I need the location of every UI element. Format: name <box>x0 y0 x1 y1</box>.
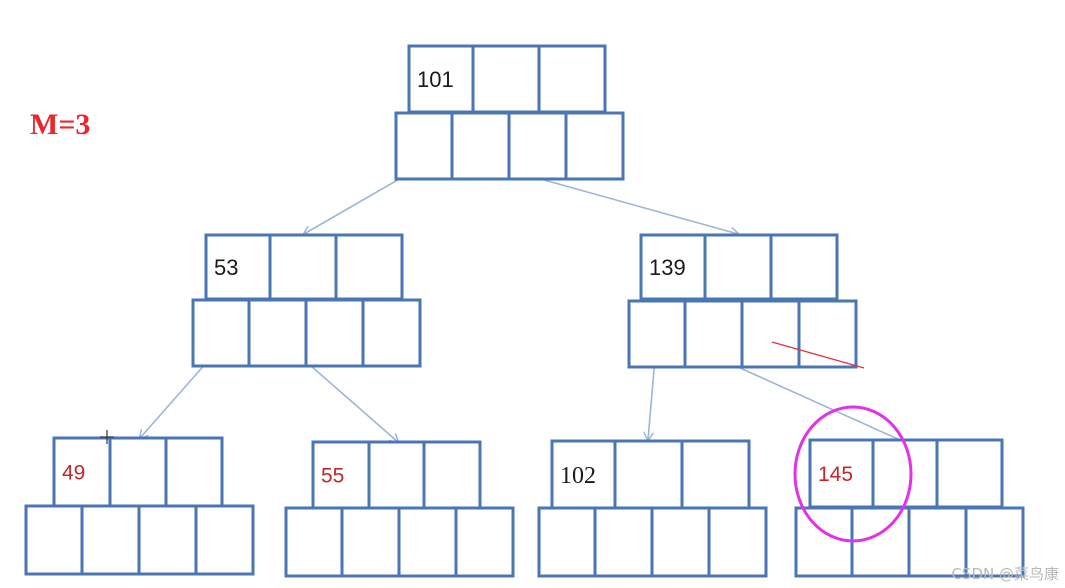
child-pointer-cell <box>850 506 911 578</box>
child-pointer-cell <box>964 506 1025 578</box>
child-pointer-cell <box>454 506 515 578</box>
child-pointer-cell <box>191 298 251 368</box>
node-leaf2: 55 <box>284 440 515 578</box>
node-key: 145 <box>818 463 853 486</box>
key-cell <box>367 440 426 510</box>
child-pointer-cell <box>537 506 597 578</box>
key-cell <box>334 233 404 301</box>
node-leaf1: 49 <box>24 436 255 576</box>
child-pointer-cell <box>361 298 422 368</box>
child-pointer-cell <box>284 506 344 578</box>
key-cell <box>871 438 939 509</box>
child-pointer-cell <box>247 298 308 368</box>
child-pointer-cell <box>794 506 854 578</box>
key-cell <box>769 233 839 301</box>
child-pointer-cell <box>340 506 401 578</box>
key-cell <box>471 44 541 114</box>
child-pointer-cell <box>740 299 801 369</box>
key-cell <box>268 233 338 301</box>
child-pointer-cell <box>627 299 687 369</box>
node-key: 53 <box>214 255 238 280</box>
child-pointer-cell <box>394 111 454 181</box>
child-pointer-cell <box>450 111 511 181</box>
key-cell <box>311 440 371 510</box>
child-pointer-cell <box>397 506 458 578</box>
node-key: 49 <box>62 462 85 485</box>
child-pointer-cell <box>593 506 654 578</box>
node-leaf3: 102 <box>537 439 768 578</box>
child-pointer-cell <box>80 504 141 576</box>
child-pointer-cell <box>564 111 625 181</box>
key-cell <box>680 439 751 510</box>
key-cell <box>537 44 607 114</box>
highlight-circle <box>793 405 913 543</box>
node-leaf4: 145 <box>793 405 1025 578</box>
child-pointer-cell <box>304 298 365 368</box>
node-key: 139 <box>649 255 686 280</box>
order-label: M=3 <box>30 108 91 141</box>
child-pointer-cell <box>507 111 568 181</box>
key-cell <box>703 233 773 301</box>
key-cell <box>164 436 224 508</box>
node-key: 55 <box>321 465 344 488</box>
node-right: 139 <box>627 233 858 369</box>
node-root: 101 <box>394 44 625 181</box>
watermark: CSDN @菜鸟康 <box>951 565 1059 583</box>
key-cell <box>808 438 875 509</box>
child-pointer-cell <box>650 506 711 578</box>
key-cell <box>613 439 684 510</box>
node-left: 53 <box>191 233 422 368</box>
child-pointer-cell <box>683 299 744 369</box>
key-cell <box>52 436 112 508</box>
key-cell <box>422 440 482 510</box>
child-pointer-cell <box>24 504 84 576</box>
node-key: 102 <box>560 463 596 489</box>
child-pointer-cell <box>707 506 768 578</box>
key-cell <box>108 436 168 508</box>
node-key: 101 <box>417 67 454 92</box>
child-pointer-cell <box>907 506 968 578</box>
red-annotation-stroke <box>771 341 865 369</box>
child-pointer-cell <box>797 299 858 369</box>
cursor-icon <box>100 430 114 444</box>
key-cell <box>935 438 1004 509</box>
child-pointer-cell <box>194 504 255 576</box>
child-pointer-cell <box>137 504 198 576</box>
